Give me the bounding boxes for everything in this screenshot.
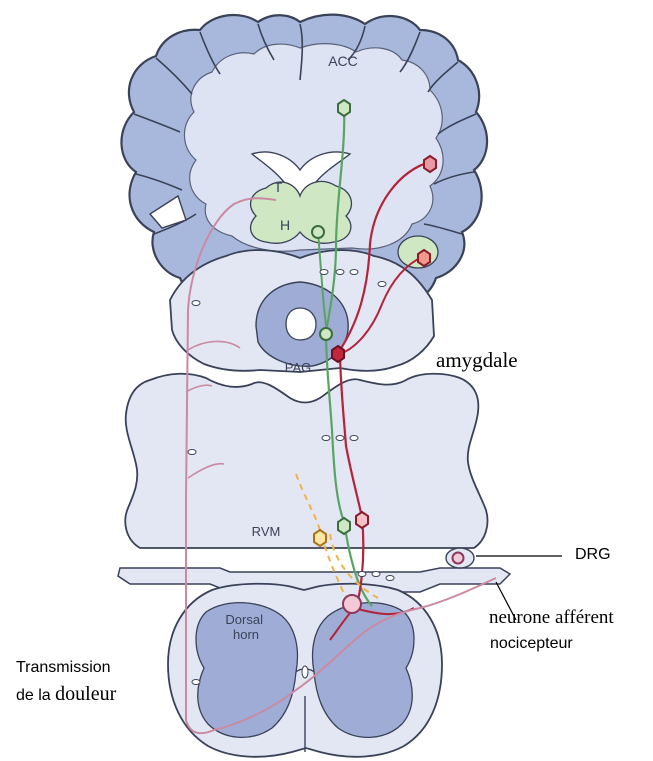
neuron-drg (453, 553, 464, 564)
neuron-rvm-orange (314, 530, 326, 546)
drg-label: DRG (575, 547, 611, 563)
region-label-acc: ACC (328, 53, 358, 69)
neuron-rvm-green (338, 518, 350, 534)
dorsal-horn-line1: Dorsal (225, 612, 263, 627)
amygdala-label: amygdale (436, 350, 518, 371)
neuron-cortex-red (424, 156, 436, 172)
medulla-section: RVM (125, 374, 487, 548)
neuron-hypothalamus (312, 226, 324, 238)
neuron-acc (338, 100, 350, 116)
neuron-amygdala (418, 250, 430, 266)
midbrain-section: PAG (170, 250, 434, 375)
pain-label-word: douleur (55, 683, 116, 705)
afferent-neuron-label: neurone afférent (489, 608, 614, 627)
neuron-dorsal-horn (343, 595, 361, 613)
grey-matter-right (313, 603, 414, 738)
cerebral-aqueduct (286, 308, 316, 340)
neuron-pag-red (332, 346, 344, 362)
region-label-rvm: RVM (252, 524, 281, 539)
region-label-hypothalamus: H (280, 217, 290, 233)
transmission-label: Transmission (16, 660, 111, 676)
region-label-pag: PAG (285, 360, 312, 375)
dorsal-horn-line2: horn (233, 627, 259, 642)
pain-label-prefix: de la (16, 687, 55, 704)
nociceptor-label: nocicepteur (490, 636, 573, 652)
central-canal (302, 666, 308, 678)
spinal-cord-section: Dorsal horn (118, 548, 510, 757)
region-label-thalamus: T (274, 179, 283, 195)
neuron-rvm-red (356, 512, 368, 528)
pain-label: de la douleur (16, 684, 116, 704)
neuron-pag-green (320, 328, 332, 340)
medulla-outline (125, 374, 487, 548)
